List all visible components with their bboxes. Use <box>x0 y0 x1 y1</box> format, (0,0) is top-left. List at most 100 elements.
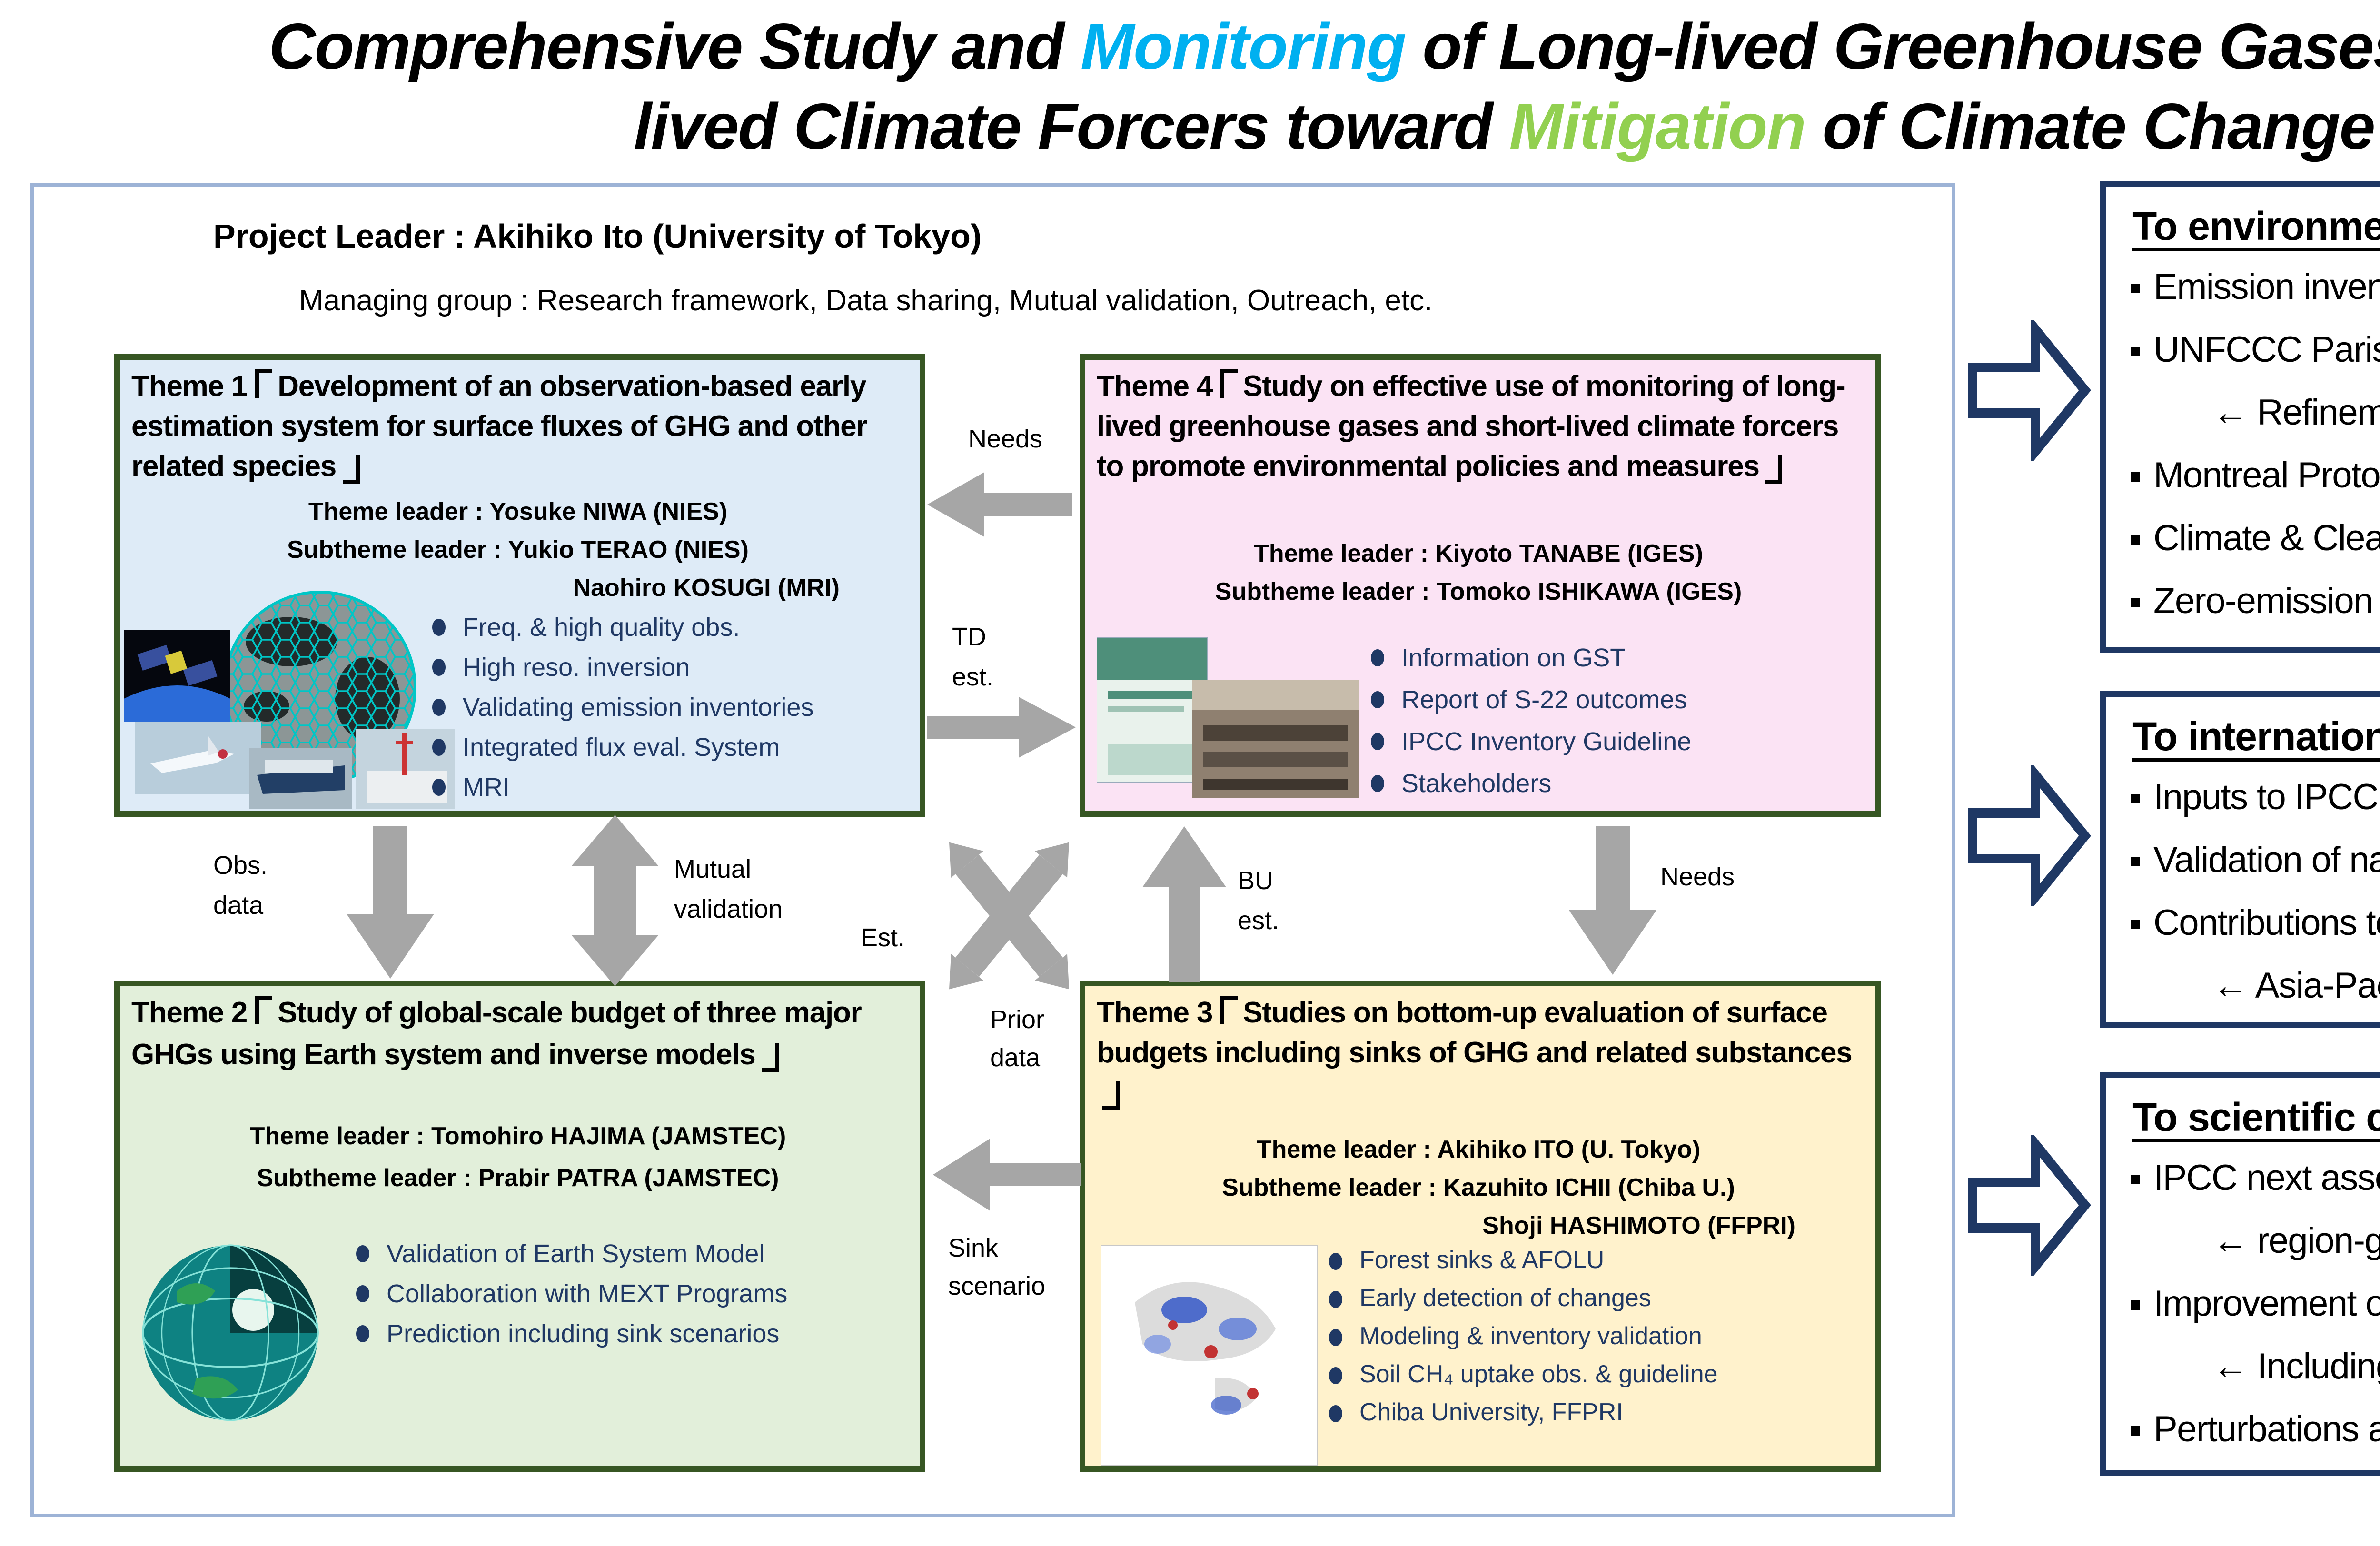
arrow-up-icon <box>1142 826 1226 982</box>
output-item: ← Asia-Pacific networks <box>2129 956 2380 1019</box>
square-bullet-icon <box>2131 794 2140 803</box>
list-item: Soil CH₄ uptake obs. & guideline <box>1329 1356 1870 1394</box>
list-item: Validation of Earth System Model <box>356 1234 908 1274</box>
list-item-text: Collaboration with MEXT Programs <box>387 1279 788 1308</box>
output-item-text: ← Including SLCF, GHG sinks <box>2212 1348 2380 1388</box>
output-item: UNFCCC Paris Agreement GST2 <box>2129 320 2380 383</box>
leader-line: Theme leader : Yosuke NIWA (NIES) <box>308 497 728 525</box>
list-item-text: MRI <box>463 773 510 802</box>
square-bullet-icon <box>2131 1426 2140 1436</box>
theme2-bullet-list: Validation of Earth System Model Collabo… <box>356 1234 908 1354</box>
output-heading: To environmental policies <box>2132 206 2380 249</box>
theme4-title-text: Study on effective use of monitoring of … <box>1097 371 1846 484</box>
theme1-leaders: Theme leader : Yosuke NIWA (NIES) Subthe… <box>131 493 904 607</box>
list-item: Report of S-22 outcomes <box>1371 680 1870 722</box>
bullet-dot-icon <box>432 659 446 676</box>
list-item: MRI <box>432 767 920 807</box>
theme4-leaders: Theme leader : Kiyoto TANABE (IGES) Subt… <box>1097 535 1860 611</box>
theme1-label: Theme 1 <box>131 371 248 404</box>
square-bullet-icon <box>2131 1300 2140 1310</box>
bullet-dot-icon <box>356 1325 369 1342</box>
list-item: Modeling & inventory validation <box>1329 1318 1870 1356</box>
square-bullet-icon <box>2131 472 2140 482</box>
corner-bracket-close-icon <box>1102 1081 1120 1110</box>
list-item: Chiba University, FFPRI <box>1329 1394 1870 1432</box>
output-item-text: ← Refinement of inventories <box>2212 394 2380 434</box>
list-item: Early detection of changes <box>1329 1279 1870 1318</box>
output-item: Emission inventories of Japan <box>2129 257 2380 320</box>
list-item-text: Forest sinks & AFOLU <box>1359 1245 1605 1274</box>
arrow-up-down-icon <box>571 815 659 986</box>
list-item-text: Prediction including sink scenarios <box>387 1319 780 1348</box>
theme4-label: Theme 4 <box>1097 371 1213 404</box>
output-item-text: Montreal Protocol Kigali Amend. <box>2153 457 2380 497</box>
list-item: Integrated flux eval. System <box>432 727 920 767</box>
observation-collage-image <box>124 588 457 809</box>
square-bullet-icon <box>2131 1175 2140 1184</box>
bullet-dot-icon <box>1329 1329 1342 1346</box>
square-bullet-icon <box>2131 857 2140 866</box>
output-item: ← region-global budgets (GCP) <box>2129 1211 2380 1274</box>
list-item-text: High reso. inversion <box>463 653 690 682</box>
bullet-dot-icon <box>356 1285 369 1302</box>
leader-line: Shoji HASHIMOTO (FFPRI) <box>1482 1211 1795 1239</box>
bullet-dot-icon <box>1329 1291 1342 1308</box>
leader-line: Subtheme leader : Kazuhito ICHII (Chiba … <box>1222 1173 1735 1201</box>
leader-line: Subtheme leader : Prabir PATRA (JAMSTEC) <box>257 1163 779 1192</box>
output-arrow-icon <box>1965 765 2092 906</box>
theme4-bullet-list: Information on GST Report of S-22 outcom… <box>1371 638 1870 805</box>
output-box-environmental-policies: To environmental policies Emission inven… <box>2100 181 2380 653</box>
output-item-text: UNFCCC Paris Agreement GST2 <box>2153 331 2380 371</box>
square-bullet-icon <box>2131 920 2140 929</box>
title-highlight-mitigation: Mitigation <box>1509 91 1806 164</box>
list-item: Information on GST <box>1371 638 1870 680</box>
list-item: Validating emission inventories <box>432 687 920 727</box>
corner-bracket-open-icon <box>255 996 272 1024</box>
corner-bracket-open-icon <box>255 369 272 398</box>
crossed-double-arrows-icon <box>925 826 1093 1005</box>
managing-group-text: Managing group : Research framework, Dat… <box>299 286 1433 318</box>
bullet-dot-icon <box>1329 1253 1342 1270</box>
theme1-title-text: Development of an observation-based earl… <box>131 371 868 484</box>
title-part: Comprehensive Study and <box>268 11 1081 84</box>
output-item: IPCC next assessment reports <box>2129 1148 2380 1211</box>
ship-photo <box>249 748 352 809</box>
bullet-dot-icon <box>356 1245 369 1262</box>
satellite-photo <box>124 630 230 722</box>
conference-photo <box>1192 680 1359 798</box>
list-item: Freq. & high quality obs. <box>432 607 920 647</box>
list-item: Collaboration with MEXT Programs <box>356 1274 908 1314</box>
bullet-dot-icon <box>432 779 446 796</box>
output-heading: To international activities <box>2132 716 2380 760</box>
output-arrow-icon <box>1965 320 2092 461</box>
output-item: Inputs to IPCC guidelines <box>2129 767 2380 830</box>
output-item: Perturbations and extreme events <box>2129 1399 2380 1462</box>
list-item-text: Freq. & high quality obs. <box>463 613 740 642</box>
bullet-dot-icon <box>1329 1367 1342 1384</box>
flow-label-est: Est. <box>861 923 905 952</box>
output-item: Validation of national inventories <box>2129 830 2380 893</box>
page-title: Comprehensive Study and Monitoring of Lo… <box>238 8 2380 168</box>
bullet-dot-icon <box>432 699 446 716</box>
flow-label-needs: Needs <box>1660 862 1735 891</box>
square-bullet-icon <box>2131 535 2140 545</box>
list-item-text: Stakeholders <box>1401 769 1552 798</box>
output-item-text: Validation of national inventories <box>2153 842 2380 882</box>
leader-line: Subtheme leader : Yukio TERAO (NIES) <box>287 535 749 564</box>
theme2-leaders: Theme leader : Tomohiro HAJIMA (JAMSTEC)… <box>131 1116 904 1199</box>
output-heading: To scientific communities <box>2132 1097 2380 1140</box>
theme3-bullet-list: Forest sinks & AFOLU Early detection of … <box>1329 1241 1870 1432</box>
list-item-text: Information on GST <box>1401 644 1626 672</box>
output-item: ← Including SLCF, GHG sinks <box>2129 1337 2380 1399</box>
theme3-label: Theme 3 <box>1097 998 1213 1030</box>
output-item-text: IPCC next assessment reports <box>2153 1160 2380 1199</box>
output-item-text: Perturbations and extreme events <box>2153 1411 2380 1451</box>
theme3-leaders: Theme leader : Akihiko ITO (U. Tokyo) Su… <box>1097 1131 1860 1245</box>
output-item-text: ← region-global budgets (GCP) <box>2212 1222 2380 1262</box>
output-item-text: Climate & Clean Air Coalition <box>2153 520 2380 560</box>
